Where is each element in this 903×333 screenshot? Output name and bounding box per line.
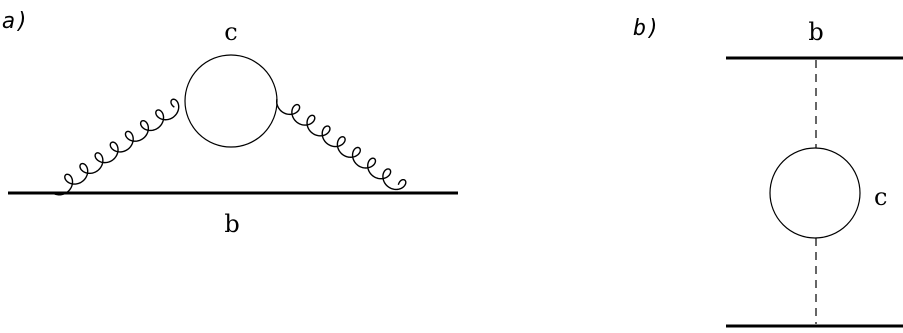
diagram-b-line-label: b — [808, 18, 823, 46]
diagram-b-quark-loop — [769, 147, 861, 239]
diagram-a-tag: a) — [2, 9, 29, 34]
diagram-a-gluon-left — [52, 98, 180, 196]
diagram-a-loop-label: c — [224, 18, 237, 46]
diagram-b-loop-label: c — [874, 183, 887, 211]
diagram-a-quark-loop — [184, 54, 278, 148]
diagram-b-tag: b) — [633, 16, 660, 41]
diagram-a-line-label: b — [224, 210, 239, 238]
diagram-b: b) b c — [633, 16, 903, 328]
diagram-a-gluon-right — [276, 98, 407, 191]
diagram-a: a) c b — [2, 9, 458, 238]
